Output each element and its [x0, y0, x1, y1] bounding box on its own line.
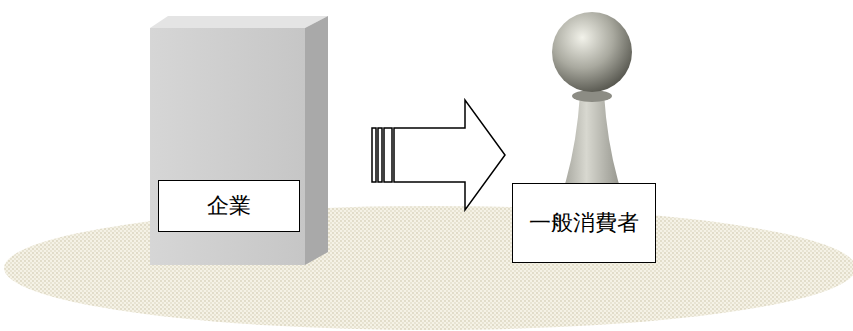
prism-side [305, 16, 328, 265]
node-label: 企業 [158, 180, 300, 232]
consumer-pawn: 一般消費者 [510, 8, 658, 264]
prism-top [150, 16, 328, 28]
company-prism: 企業 [148, 12, 330, 266]
floor-ellipse [4, 206, 853, 330]
node-label: 一般消費者 [512, 183, 656, 263]
prism-front [150, 28, 305, 265]
block-arrow [372, 100, 505, 210]
pawn-head [552, 12, 632, 92]
